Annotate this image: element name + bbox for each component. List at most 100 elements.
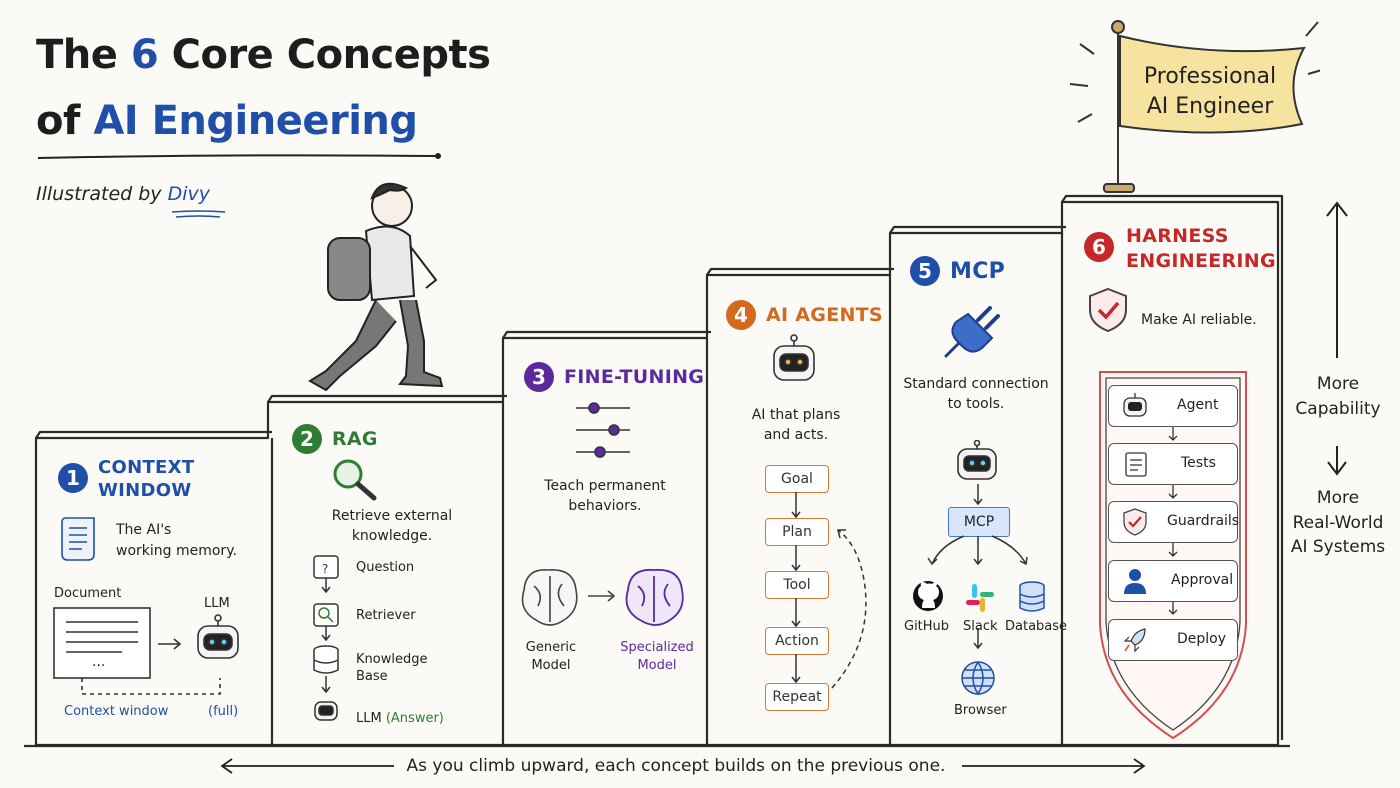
description-line: The AI's <box>116 522 172 538</box>
step-5-header: 5 MCP <box>910 256 1005 286</box>
step-6-header: 6 HARNESS ENGINEERING <box>1084 224 1276 273</box>
step-3-description: Teach permanent behaviors. <box>510 476 700 517</box>
byline-author: Divy <box>167 183 211 205</box>
specialized-model-label: Specialized Model <box>614 639 700 675</box>
step-6-description: Make AI reliable. <box>1141 312 1257 328</box>
harness-label: Agent <box>1177 397 1219 413</box>
byline-text: Illustrated by <box>36 183 162 205</box>
context-window-diagram <box>53 607 221 695</box>
tool-browser: Browser <box>954 703 1007 718</box>
description-line: knowledge. <box>351 528 433 545</box>
robot-icon <box>197 614 239 659</box>
shield-check-icon <box>1089 287 1127 333</box>
harness-tests: Tests <box>1108 443 1238 485</box>
svg-text:?: ? <box>322 562 328 576</box>
description-line: Teach permanent <box>544 478 666 494</box>
step-3-header: 3 FINE-TUNING <box>524 362 704 392</box>
kb-line: Base <box>356 668 388 684</box>
step-title-line: CONTEXT <box>98 457 195 478</box>
tool-database: Database <box>1005 619 1068 634</box>
github-icon <box>913 581 943 611</box>
more-capability-label: More Capability <box>1292 372 1384 421</box>
step-1-title: CONTEXT WINDOW <box>98 457 194 502</box>
description-line: AI that plans <box>751 407 841 423</box>
document-ellipsis: ... <box>92 654 106 670</box>
climber-illustration <box>308 182 444 392</box>
step-3-title: FINE-TUNING <box>564 366 705 388</box>
step-number-badge: 4 <box>726 300 756 330</box>
author-underline <box>171 210 226 218</box>
mcp-hub-box: MCP <box>948 507 1010 537</box>
step-5-title: MCP <box>950 258 1006 284</box>
label-line: Model <box>531 658 571 674</box>
side-text: More <box>1316 374 1360 394</box>
title-underline <box>37 153 441 159</box>
tool-github: GitHub <box>904 619 950 634</box>
browser-globe-icon <box>961 661 995 696</box>
description-line: working memory. <box>116 543 237 559</box>
step-1-header: 1 CONTEXT WINDOW <box>58 457 194 502</box>
step-title-line: ENGINEERING <box>1126 249 1276 272</box>
scroll-icon <box>61 517 95 561</box>
sliders-icon <box>576 402 630 458</box>
rag-answer: (Answer) <box>385 711 444 726</box>
rag-llm-answer: LLM (Answer) <box>356 711 444 726</box>
generic-model-label: Generic Model <box>518 639 584 675</box>
step-number-badge: 3 <box>524 362 554 392</box>
flag-line-1: Professional <box>1143 64 1277 89</box>
flag-line-2: AI Engineer <box>1146 93 1274 119</box>
label-line: Specialized <box>620 640 694 655</box>
title-word: The <box>36 32 118 78</box>
capability-arrow <box>1326 201 1348 476</box>
robot-icon <box>1123 393 1147 417</box>
agent-step-tool: Tool <box>765 571 829 599</box>
harness-label: Tests <box>1181 455 1216 471</box>
database-icon <box>1019 581 1045 612</box>
step-number-badge: 1 <box>58 463 88 493</box>
rocket-icon <box>1123 628 1146 653</box>
harness-approval: Approval <box>1108 560 1238 602</box>
rag-flow-icons: ? <box>313 555 339 721</box>
title-word: of <box>36 98 80 144</box>
step-6-title: HARNESS ENGINEERING <box>1126 224 1276 273</box>
step-2-header: 2 RAG <box>292 424 378 454</box>
harness-agent: Agent <box>1108 385 1238 427</box>
description-line: behaviors. <box>568 498 642 515</box>
step-1-description: The AI's working memory. <box>116 520 237 562</box>
more-real-world-label: More Real-World AI Systems <box>1288 486 1388 560</box>
brain-models-icon <box>521 568 684 626</box>
step-title-line: WINDOW <box>98 479 192 501</box>
harness-label: Approval <box>1171 572 1234 588</box>
title-word: Core Concepts <box>171 32 491 78</box>
harness-label: Guardrails <box>1167 513 1240 529</box>
step-2-title: RAG <box>332 428 378 450</box>
checklist-icon <box>1125 452 1147 477</box>
agent-step-action: Action <box>765 627 829 655</box>
description-line: to tools. <box>947 396 1005 413</box>
person-icon <box>1124 569 1146 594</box>
agent-step-goal: Goal <box>765 465 829 493</box>
description-line: Standard connection <box>903 376 1049 392</box>
llm-label: LLM <box>204 596 230 611</box>
side-text: Capability <box>1295 398 1381 419</box>
step-title-line: HARNESS <box>1126 225 1229 247</box>
step-4-title: AI AGENTS <box>766 304 883 326</box>
slack-icon <box>966 584 994 612</box>
step-4-description: AI that plans and acts. <box>716 405 876 446</box>
plug-icon <box>944 306 1000 358</box>
footer-double-arrow <box>220 758 1146 774</box>
agent-step-plan: Plan <box>765 518 829 546</box>
footer-caption: As you climb upward, each concept builds… <box>406 756 946 776</box>
label-line: Generic <box>525 640 577 655</box>
tool-slack: Slack <box>963 619 998 634</box>
harness-deploy: Deploy <box>1108 619 1238 661</box>
step-5-description: Standard connection to tools. <box>894 374 1058 415</box>
rag-retriever: Retriever <box>356 608 416 623</box>
label-line: Model <box>637 658 677 674</box>
document-label: Document <box>54 586 122 601</box>
side-text: More <box>1316 488 1360 508</box>
mcp-connectors <box>927 484 1028 650</box>
step-number-badge: 2 <box>292 424 322 454</box>
step-2-description: Retrieve external knowledge. <box>282 506 502 547</box>
